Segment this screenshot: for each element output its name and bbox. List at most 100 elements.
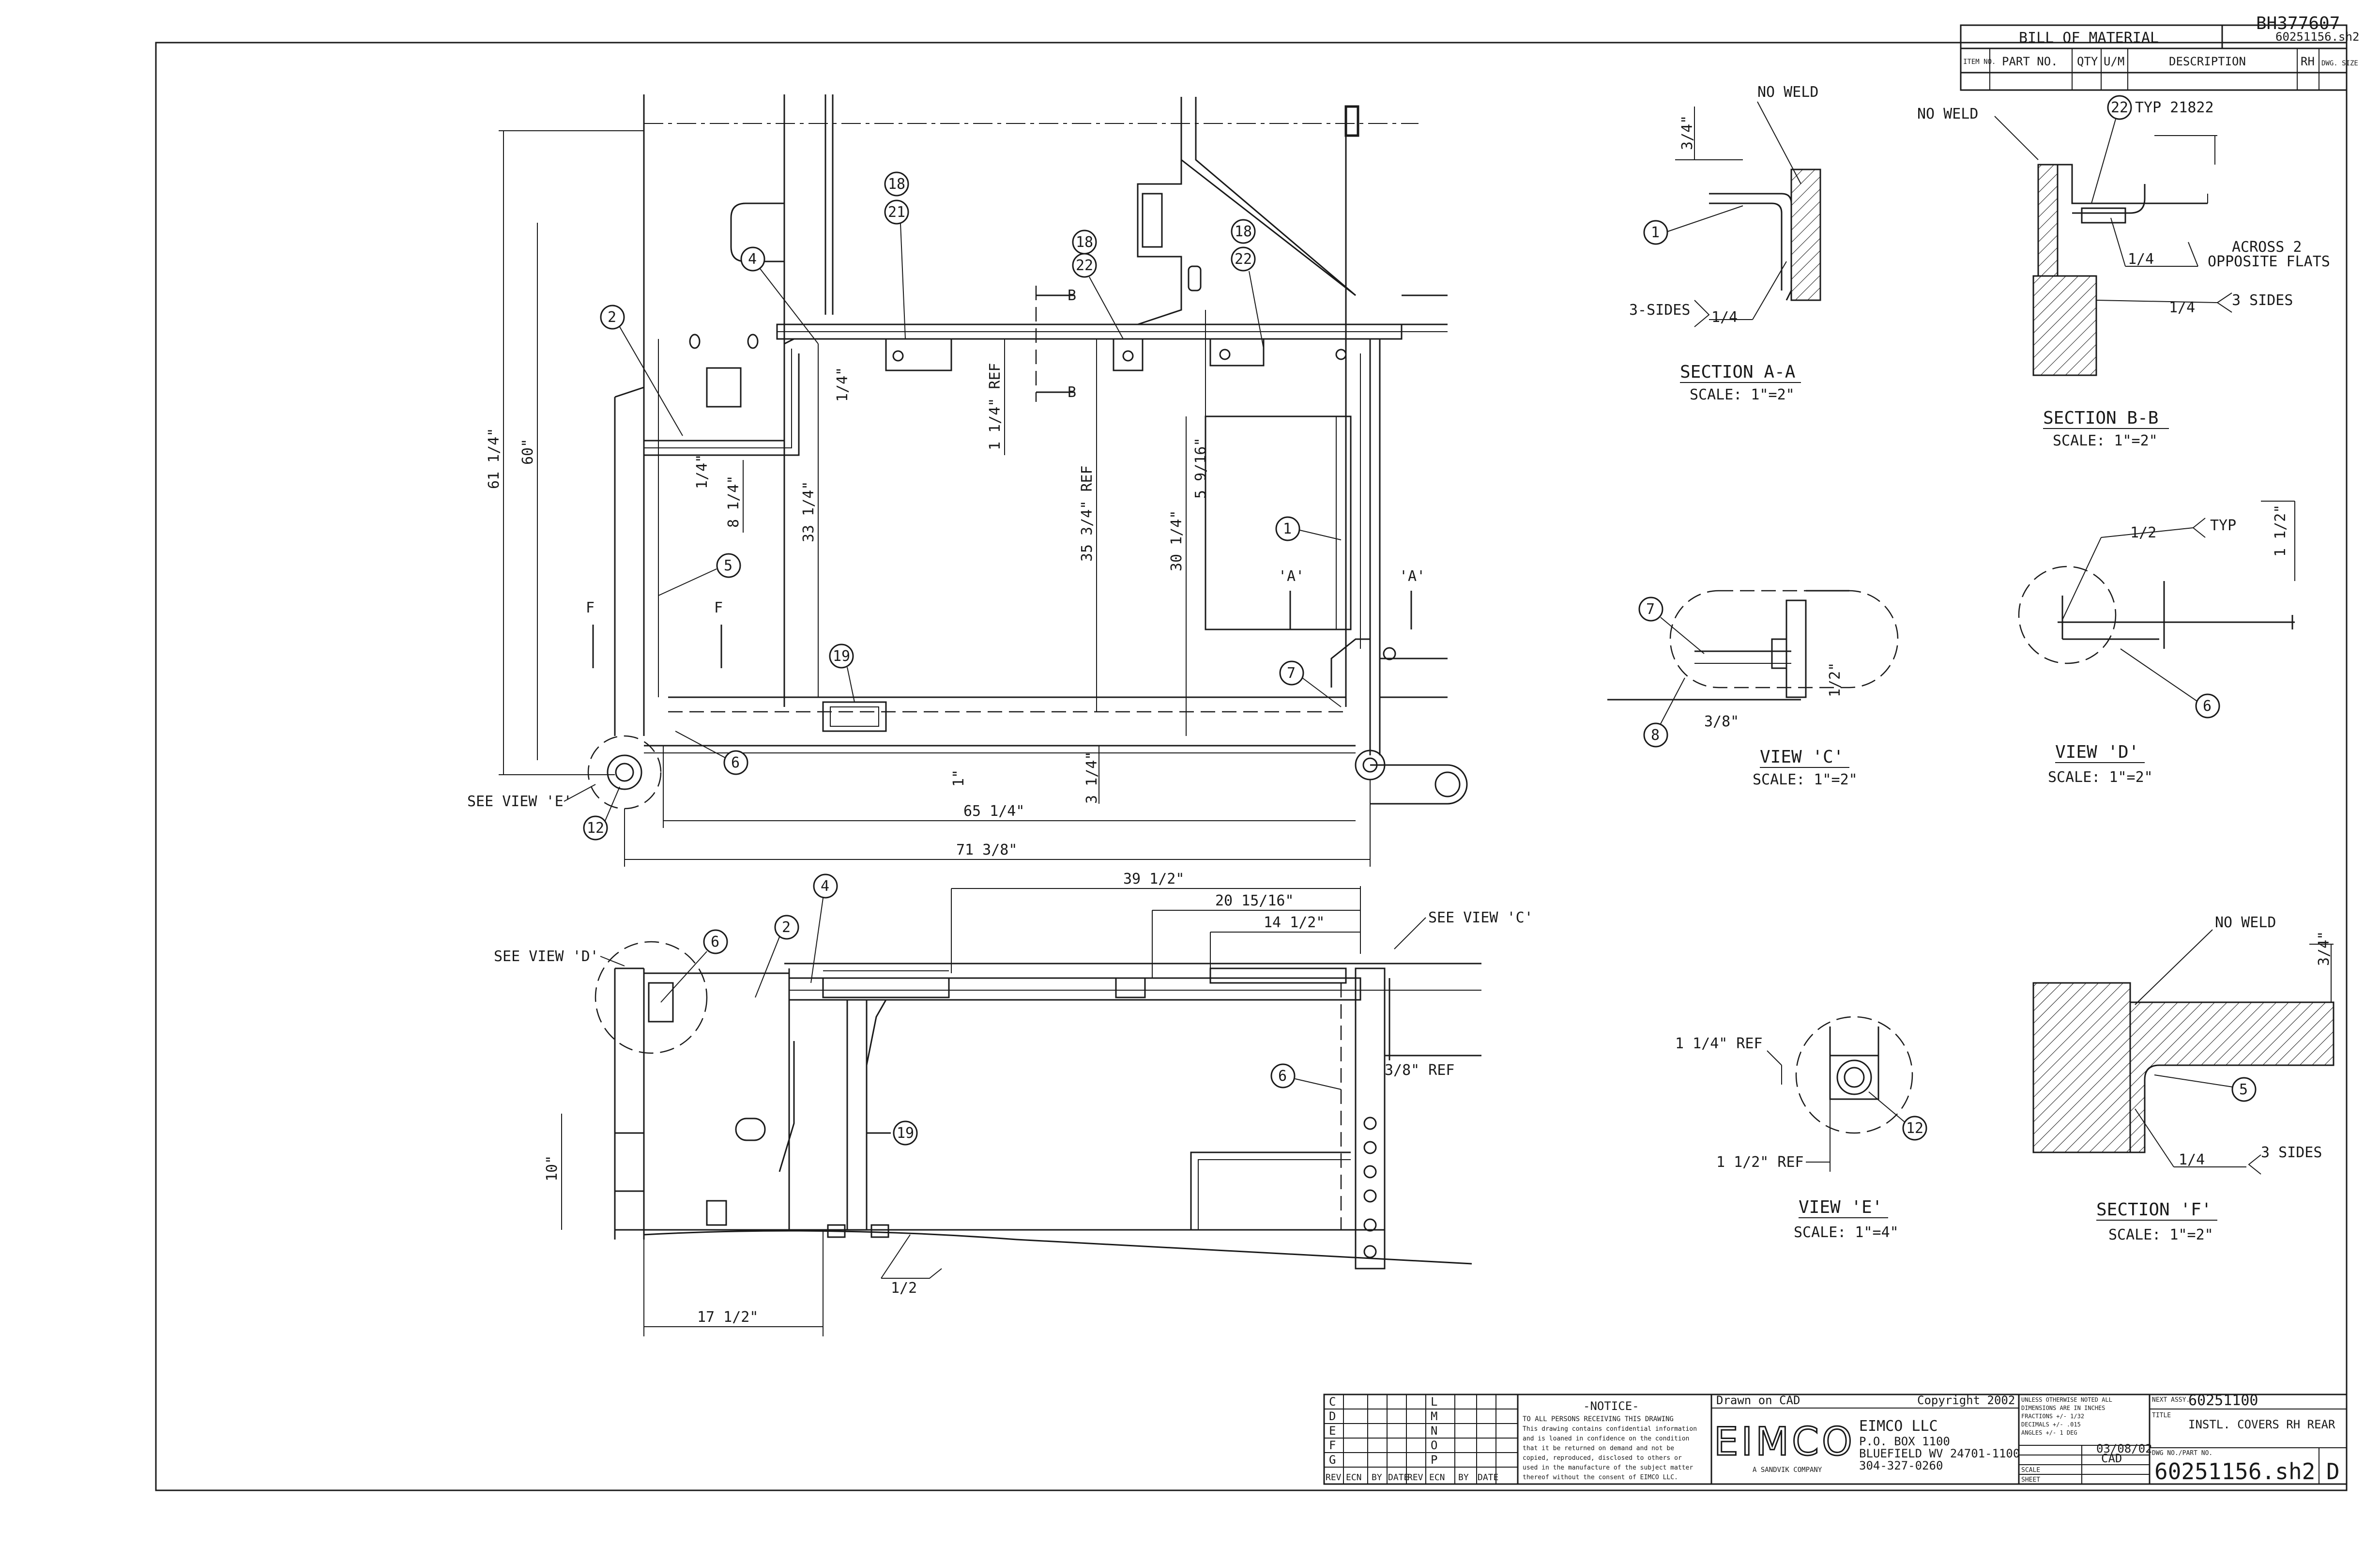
rev-row-g: G [1329, 1453, 1336, 1467]
scale-label: SCALE [2021, 1467, 2040, 1474]
rev-hdr-date: DATE [1388, 1472, 1409, 1483]
balloon-1-main: 1 [1283, 521, 1292, 537]
rev-row-c: C [1329, 1395, 1336, 1409]
dim-3-1-4: 3 1/4" [1083, 751, 1100, 804]
notice-block: -NOTICE- TO ALL PERSONS RECEIVING THIS D… [1517, 1394, 1712, 1485]
section-bb-scale: SCALE: 1"=2" [2053, 432, 2158, 449]
dim-61-1-4: 61 1/4" [486, 428, 503, 489]
dim-10: 10" [544, 1155, 561, 1181]
section-mark-f-left: F [586, 599, 595, 616]
rev-row-d: D [1329, 1409, 1336, 1423]
rev-hdr-ecn: ECN [1346, 1472, 1362, 1483]
rev-row-f: F [1329, 1439, 1336, 1452]
three-sides-f: 3 SIDES [2261, 1144, 2322, 1161]
notice-line-1: TO ALL PERSONS RECEIVING THIS DRAWING [1523, 1415, 1674, 1423]
section-f: 3/4" NO WELD 5 1/4 3 SIDES SECTION 'F' S… [2032, 914, 2334, 1243]
rev-row-e: E [1329, 1424, 1336, 1438]
balloon-5-main: 5 [724, 557, 732, 574]
dim-39-1-2: 39 1/2" [1123, 871, 1184, 888]
balloon-18-b: 18 [1076, 234, 1093, 251]
typ-d: TYP [2210, 517, 2236, 534]
notice-line-3: and is loaned in confidence on the condi… [1523, 1435, 1689, 1442]
typ-21822: TYP 21822 [2135, 99, 2214, 116]
elevation-view: 39 1/2" 20 15/16" 14 1/2" SEE VIEW 'C' S… [494, 871, 1533, 1336]
balloon-22: 22 [1235, 251, 1252, 268]
dwg-no-value: 60251156.sh2 [2154, 1458, 2315, 1485]
dim-1-4-b: 1/4" [834, 367, 851, 402]
rev-hdr-rev: REV [1326, 1472, 1342, 1483]
dim-1: 1" [950, 769, 967, 787]
bom-col-desc: DESCRIPTION [2169, 55, 2246, 68]
no-weld-bb: NO WELD [1917, 106, 1978, 123]
three-sides-bb: 3 SIDES [2232, 292, 2293, 309]
notice-line-5: copied, reproduced, disclosed to others … [1523, 1455, 1682, 1462]
rev-hdr-date-2: DATE [1478, 1472, 1498, 1483]
see-view-e: SEE VIEW 'E' [467, 793, 572, 810]
across-flats: ACROSS 2 [2232, 239, 2302, 256]
bom-col-rh: RH [2301, 55, 2315, 68]
balloon-4-top: 4 [748, 251, 757, 268]
dim-3-4-aa: 3/4" [1679, 115, 1696, 150]
no-weld-aa: NO WELD [1757, 84, 1818, 101]
dim-3-4-f: 3/4" [2316, 931, 2333, 966]
section-aa-scale: SCALE: 1"=2" [1690, 386, 1795, 403]
balloon-1-aa: 1 [1651, 224, 1660, 241]
view-d-scale: SCALE: 1"=2" [2048, 769, 2153, 786]
balloon-12-e: 12 [1906, 1120, 1923, 1137]
opposite-flats: OPPOSITE FLATS [2208, 253, 2330, 270]
rev-hdr-rev-2: REV [1407, 1472, 1423, 1483]
section-bb: NO WELD 22 TYP 21822 ACROSS 2 OPPOSITE F… [1917, 95, 2330, 449]
balloon-18-a: 18 [888, 176, 905, 193]
section-f-scale: SCALE: 1"=2" [2108, 1226, 2213, 1243]
balloon-8-c: 8 [1651, 727, 1660, 744]
view-e-title: VIEW 'E' [1799, 1197, 1882, 1217]
balloon-19-elev: 19 [897, 1125, 914, 1142]
dim-33-1-4: 33 1/4" [800, 481, 817, 542]
next-assy-value: 60251100 [2188, 1392, 2258, 1409]
balloon-12-main: 12 [587, 820, 604, 837]
no-weld-f: NO WELD [2215, 914, 2276, 931]
balloon-21: 21 [888, 204, 905, 221]
balloon-18-c: 18 [1235, 223, 1252, 240]
date-value: 03/08/02 [2096, 1442, 2152, 1455]
drawing-number-top: BH377607 [2256, 14, 2340, 33]
sheet-border [155, 42, 2348, 1491]
revision-block: C D E F G L M N O P REV ECN BY DATE REV … [1323, 1394, 1519, 1485]
balloon-20-bb: 22 [2111, 99, 2128, 116]
company-address-1: P.O. BOX 1100 [1859, 1435, 1950, 1448]
notice-line-6: used in the manufacture of the subject m… [1523, 1464, 1693, 1471]
view-d-title: VIEW 'D' [2055, 742, 2139, 762]
section-aa-title: SECTION A-A [1680, 362, 1796, 382]
view-c-title: VIEW 'C' [1760, 747, 1844, 767]
section-mark-a-right: 'A' [1399, 568, 1425, 585]
bill-of-material: BILL OF MATERIAL ITEM NO. PART NO. QTY U… [1960, 24, 2358, 91]
company-name: EIMCO LLC [1859, 1418, 1938, 1435]
balloon-7-main: 7 [1287, 665, 1296, 682]
balloon-6-elev: 6 [711, 934, 719, 950]
view-c-scale: SCALE: 1"=2" [1753, 771, 1858, 788]
rev-hdr-by-2: BY [1458, 1472, 1469, 1483]
dim-1-2-c: 1/2" [1827, 662, 1844, 697]
section-mark-f-right: F [714, 599, 723, 616]
dim-30-1-4: 30 1/4" [1168, 510, 1185, 571]
bom-title: BILL OF MATERIAL [2019, 30, 2159, 46]
notice-title: -NOTICE- [1583, 1399, 1639, 1413]
sheet-label: SHEET [2021, 1476, 2040, 1484]
bom-col-size: DWG. SIZE [2321, 60, 2358, 67]
eimco-logo: EIMCO [1714, 1419, 1855, 1464]
balloon-20: 22 [1076, 257, 1093, 274]
dim-65-1-4: 65 1/4" [963, 803, 1024, 820]
balloon-6-elev-right: 6 [1278, 1068, 1287, 1085]
bom-col-qty: QTY [2077, 55, 2098, 68]
tol-note-5: ANGLES +/- 1 DEG [2021, 1429, 2077, 1436]
drawn-initials: CAD [2101, 1452, 2122, 1465]
drawn-by: Drawn on CAD [1716, 1394, 1800, 1407]
section-f-title: SECTION 'F' [2096, 1200, 2212, 1220]
rev-hdr-ecn-2: ECN [1429, 1472, 1445, 1483]
sheet-ref-top: 60251156.sh2 [2275, 30, 2359, 44]
bom-col-um: U/M [2104, 55, 2124, 68]
dim-5-9-16: 5 9/16" [1192, 438, 1209, 499]
tol-note-2: DIMENSIONS ARE IN INCHES [2021, 1405, 2105, 1411]
balloon-2-elev: 2 [782, 919, 791, 936]
section-aa: 3/4" NO WELD 1 3-SIDES 1/4 SECTION A-A S… [1629, 84, 1821, 403]
